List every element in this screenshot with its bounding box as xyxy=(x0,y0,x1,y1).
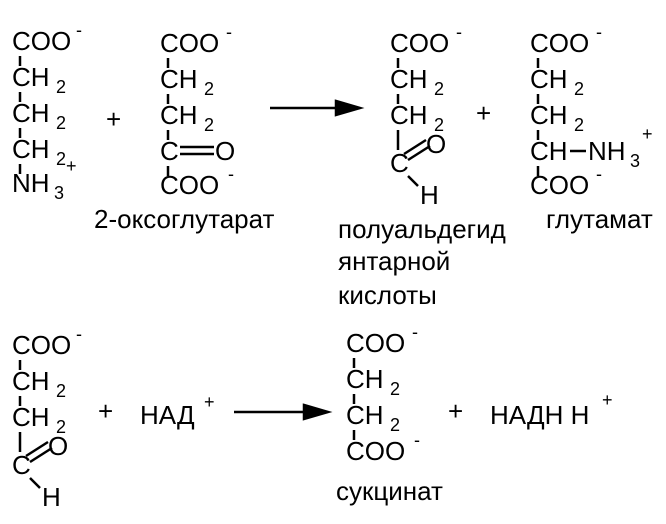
coo-group: COO xyxy=(530,28,589,58)
minus-charge: - xyxy=(76,324,82,344)
gaba-structure: COO - CH 2 CH 2 CH 2 NH 3 + xyxy=(12,20,82,203)
reaction-arrow xyxy=(270,99,365,117)
subscript: 2 xyxy=(390,415,400,435)
minus-charge: - xyxy=(414,430,420,450)
semialdehyde-label-line1: полуальдегид xyxy=(338,214,506,244)
o-atom: O xyxy=(215,136,235,166)
ch2-group: CH xyxy=(390,100,428,130)
subscript: 2 xyxy=(204,79,214,99)
glutamate-label: глутамат xyxy=(546,204,653,234)
oxoglutarate-label: 2-оксоглутарат xyxy=(94,204,275,234)
plus-sign: + xyxy=(106,104,121,134)
semialdehyde-structure-2: COO - CH 2 CH 2 C O H xyxy=(12,324,82,512)
ch2-group: CH xyxy=(160,64,198,94)
ch2-group: CH xyxy=(12,366,50,396)
minus-charge: - xyxy=(228,164,234,184)
subscript: 2 xyxy=(56,77,66,97)
subscript: 2 xyxy=(56,381,66,401)
ch2-group: CH xyxy=(390,64,428,94)
double-bond xyxy=(403,138,427,156)
coo-group: COO xyxy=(346,328,405,358)
subscript: 2 xyxy=(56,149,66,169)
plus-charge: + xyxy=(602,390,613,410)
o-atom: O xyxy=(48,431,68,461)
subscript: 3 xyxy=(54,183,64,203)
double-bond xyxy=(407,144,431,162)
subscript: 2 xyxy=(574,79,584,99)
plus-charge: + xyxy=(204,392,215,412)
plus-charge: + xyxy=(642,124,653,144)
coo-group: COO xyxy=(12,26,71,56)
double-bond xyxy=(25,440,49,458)
ch2-group: CH xyxy=(346,364,384,394)
bond xyxy=(407,175,419,187)
subscript: 2 xyxy=(574,115,584,135)
double-bond xyxy=(29,446,53,464)
ch2-group: CH xyxy=(12,402,50,432)
ch-group: CH xyxy=(530,136,568,166)
succinate-structure: COO - CH 2 CH 2 COO - xyxy=(346,322,420,466)
coo-group: COO xyxy=(160,28,219,58)
subscript: 2 xyxy=(434,79,444,99)
nadh-label: НАДН Н xyxy=(490,400,589,430)
h-atom: H xyxy=(420,180,439,210)
ch2-group: CH xyxy=(12,62,50,92)
succinate-label: сукцинат xyxy=(336,476,443,506)
coo-group: COO xyxy=(530,170,589,200)
minus-charge: - xyxy=(412,322,418,342)
coo-group: COO xyxy=(160,170,219,200)
nad-label: НАД xyxy=(140,400,195,430)
reaction-arrow-2 xyxy=(234,403,333,421)
subscript: 2 xyxy=(56,113,66,133)
minus-charge: - xyxy=(456,22,462,42)
ch2-group: CH xyxy=(530,100,568,130)
plus-sign: + xyxy=(98,396,113,426)
ch2-group: CH xyxy=(346,400,384,430)
plus-charge: + xyxy=(66,156,77,176)
bond xyxy=(29,477,41,489)
ch2-group: CH xyxy=(530,64,568,94)
ch2-group: CH xyxy=(12,134,50,164)
coo-group: COO xyxy=(346,436,405,466)
nh3-group: NH xyxy=(588,136,626,166)
glutamate-structure: COO - CH 2 CH 2 CH NH 3 + COO - xyxy=(530,22,653,200)
ch2-group: CH xyxy=(12,98,50,128)
coo-group: COO xyxy=(12,330,71,360)
subscript: 2 xyxy=(390,379,400,399)
subscript: 2 xyxy=(434,115,444,135)
o-atom: O xyxy=(426,129,446,159)
subscript: 3 xyxy=(630,151,640,171)
c-atom: C xyxy=(160,136,179,166)
minus-charge: - xyxy=(596,22,602,42)
semialdehyde-label-line2: янтарной xyxy=(338,246,450,276)
arrow-head xyxy=(334,99,365,117)
subscript: 2 xyxy=(204,115,214,135)
semialdehyde-structure: COO - CH 2 CH 2 C O H xyxy=(390,22,462,210)
semialdehyde-label-line3: кислоты xyxy=(338,280,437,310)
plus-sign: + xyxy=(476,98,491,128)
arrow-head xyxy=(302,403,333,421)
c-atom: C xyxy=(390,148,409,178)
plus-sign: + xyxy=(448,396,463,426)
minus-charge: - xyxy=(76,20,82,40)
c-atom: C xyxy=(12,450,31,480)
oxoglutarate-structure: COO - CH 2 CH 2 C O COO - xyxy=(160,22,235,200)
subscript: 2 xyxy=(56,417,66,437)
minus-charge: - xyxy=(226,22,232,42)
h-atom: H xyxy=(42,482,61,512)
coo-group: COO xyxy=(390,28,449,58)
ch2-group: CH xyxy=(160,100,198,130)
nh3-group: NH xyxy=(12,168,50,198)
minus-charge: - xyxy=(596,164,602,184)
